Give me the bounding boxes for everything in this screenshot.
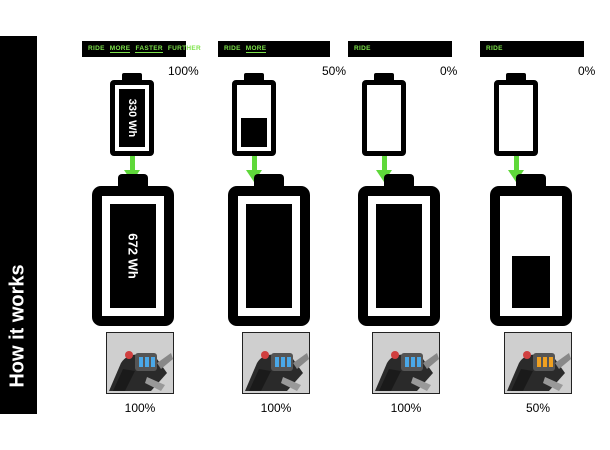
top-percent: 0%	[440, 64, 458, 78]
label-bar: RIDE MORE	[218, 41, 330, 57]
big-battery	[490, 186, 572, 326]
controller-part-5	[543, 357, 547, 367]
display-percent: 100%	[260, 401, 292, 415]
controller-part-5	[281, 357, 285, 367]
controller-part-7	[261, 351, 269, 359]
big-battery-label: 672 Wh	[125, 233, 141, 279]
small-battery-cap	[122, 73, 142, 81]
controller-icon	[107, 333, 173, 393]
label-word: RIDE	[224, 45, 241, 52]
label-bar: RIDE MORE FASTER FURTHER	[82, 41, 201, 57]
top-percent: 100%	[168, 64, 199, 78]
column-4: RIDE 0% 50%	[480, 0, 610, 450]
column-1: RIDE MORE FASTER FURTHER 100% 330 Wh 672 Wh 100…	[82, 0, 212, 450]
side-band: How it works	[0, 36, 37, 414]
big-battery-inner	[508, 204, 554, 308]
controller-part-4	[139, 357, 143, 367]
controller-part-2	[249, 369, 271, 391]
small-battery-cap	[244, 73, 264, 81]
controller-icon	[243, 333, 309, 393]
big-battery-inner	[246, 204, 292, 308]
controller-part-9	[543, 377, 563, 391]
display-percent: 100%	[124, 401, 156, 415]
controller-part-7	[391, 351, 399, 359]
arrow-shaft	[130, 156, 135, 172]
big-battery-inner	[110, 204, 156, 308]
controller-part-5	[145, 357, 149, 367]
controller-part-8	[293, 353, 309, 369]
small-battery-cap	[374, 73, 394, 81]
big-battery-cap	[516, 174, 546, 188]
label-bar: RIDE	[480, 41, 584, 57]
small-battery: 330 Wh	[110, 80, 154, 156]
controller-part-6	[151, 357, 155, 367]
arrow-shaft	[514, 156, 519, 172]
controller-part-6	[287, 357, 291, 367]
controller-part-6	[417, 357, 421, 367]
display-percent: 100%	[390, 401, 422, 415]
column-2: RIDE MORE 50% 100%	[218, 0, 348, 450]
label-word: FURTHER	[167, 45, 202, 52]
arrow-shaft	[382, 156, 387, 172]
label-word: RIDE	[354, 45, 371, 52]
top-percent: 0%	[578, 64, 596, 78]
big-battery-fill	[376, 204, 422, 308]
controller-part-5	[411, 357, 415, 367]
big-battery-fill	[246, 204, 292, 308]
big-battery-fill	[512, 256, 550, 308]
arrow-shaft	[252, 156, 257, 172]
controller-icon	[373, 333, 439, 393]
controller-photo	[372, 332, 440, 394]
controller-photo	[242, 332, 310, 394]
big-battery-cap	[254, 174, 284, 188]
big-battery-cap	[118, 174, 148, 188]
label-word: RIDE	[486, 45, 503, 52]
controller-part-8	[423, 353, 439, 369]
big-battery: 672 Wh	[92, 186, 174, 326]
controller-part-4	[405, 357, 409, 367]
controller-part-9	[281, 377, 301, 391]
controller-part-4	[537, 357, 541, 367]
big-battery	[228, 186, 310, 326]
label-word: MORE	[245, 45, 267, 53]
top-percent: 50%	[322, 64, 347, 78]
small-battery-label: 330 Wh	[126, 98, 138, 138]
controller-part-9	[411, 377, 431, 391]
controller-part-2	[379, 369, 401, 391]
controller-icon	[505, 333, 571, 393]
label-word: MORE	[109, 45, 131, 53]
label-word: FASTER	[135, 45, 163, 53]
small-battery	[494, 80, 538, 156]
controller-part-2	[113, 369, 135, 391]
big-battery-cap	[384, 174, 414, 188]
controller-photo	[504, 332, 572, 394]
controller-part-9	[145, 377, 165, 391]
controller-part-7	[523, 351, 531, 359]
side-title: How it works	[6, 264, 29, 388]
controller-part-6	[549, 357, 553, 367]
big-battery-fill	[110, 204, 156, 308]
controller-photo	[106, 332, 174, 394]
controller-part-7	[125, 351, 133, 359]
label-bar: RIDE	[348, 41, 452, 57]
small-battery-fill	[241, 118, 267, 147]
small-battery	[232, 80, 276, 156]
small-battery	[362, 80, 406, 156]
label-word: RIDE	[88, 45, 105, 52]
controller-part-4	[275, 357, 279, 367]
controller-part-2	[511, 369, 533, 391]
controller-part-8	[555, 353, 571, 369]
big-battery	[358, 186, 440, 326]
small-battery-fill	[119, 89, 145, 147]
column-3: RIDE 0% 100%	[348, 0, 478, 450]
controller-part-8	[157, 353, 173, 369]
small-battery-cap	[506, 73, 526, 81]
display-percent: 50%	[525, 401, 551, 415]
big-battery-inner	[376, 204, 422, 308]
